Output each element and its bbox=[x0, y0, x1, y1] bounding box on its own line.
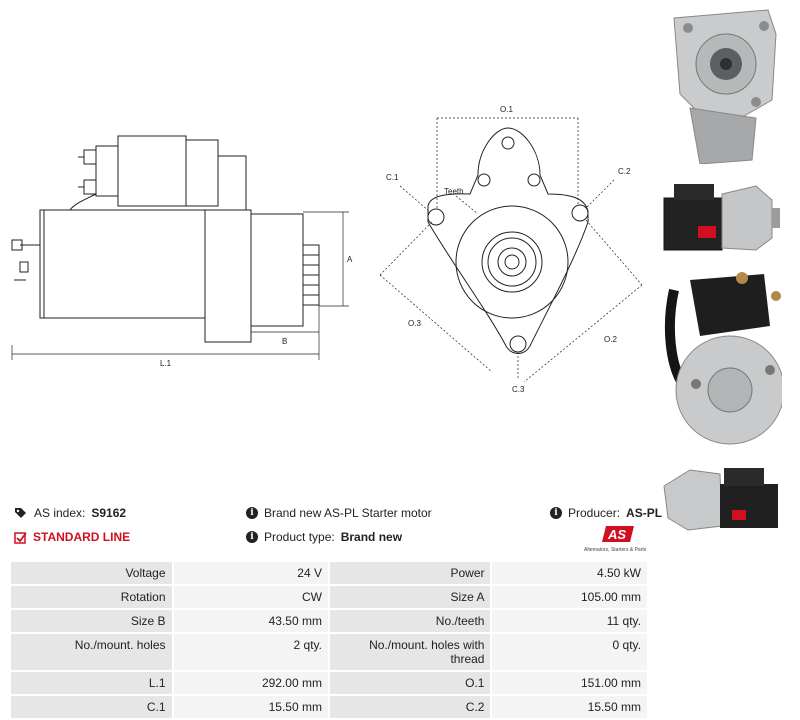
spec-value: 15.50 mm bbox=[492, 696, 647, 718]
producer: i Producer: AS-PL bbox=[550, 506, 662, 520]
info-icon: i bbox=[246, 531, 258, 543]
spec-value: 105.00 mm bbox=[492, 586, 647, 608]
as-logo-mark: AS bbox=[602, 526, 634, 542]
product-photo-side[interactable] bbox=[660, 166, 782, 262]
product-type-value: Brand new bbox=[340, 530, 403, 544]
spec-label: Size A bbox=[329, 586, 491, 608]
spec-value: 43.50 mm bbox=[173, 610, 328, 632]
line-label: STANDARD LINE bbox=[33, 530, 131, 544]
product-photo-front[interactable] bbox=[660, 4, 782, 164]
product-photo-rear[interactable] bbox=[660, 266, 782, 454]
spec-label: L.1 bbox=[11, 672, 172, 694]
spec-value: 2 qty. bbox=[173, 634, 328, 670]
checkbox-check-icon bbox=[14, 531, 27, 544]
spec-label: O.1 bbox=[329, 672, 491, 694]
logo-tagline: Alternators, Starters & Parts bbox=[584, 547, 647, 553]
dim-l1-label: L.1 bbox=[160, 359, 172, 368]
info-icon: i bbox=[550, 507, 562, 519]
teeth-label: Teeth bbox=[444, 187, 464, 196]
info-icon: i bbox=[246, 507, 258, 519]
dim-o2-label: O.2 bbox=[604, 335, 617, 344]
spec-label: Power bbox=[329, 562, 491, 584]
spec-value: 0 qty. bbox=[492, 634, 647, 670]
spec-label: Rotation bbox=[11, 586, 172, 608]
producer-value: AS-PL bbox=[626, 506, 663, 520]
as-pl-logo: AS Alternators, Starters & Parts bbox=[584, 524, 656, 553]
dim-c2-label: C.2 bbox=[618, 167, 631, 176]
spec-label: No./mount. holes with thread bbox=[329, 634, 491, 670]
spec-value: 292.00 mm bbox=[173, 672, 328, 694]
tag-icon bbox=[15, 508, 26, 518]
spec-value: 11 qty. bbox=[492, 610, 647, 632]
dim-c3-label: C.3 bbox=[512, 385, 525, 394]
dim-o1-label: O.1 bbox=[500, 105, 513, 114]
spec-label: No./teeth bbox=[329, 610, 491, 632]
product-type: i Product type: Brand new bbox=[246, 530, 402, 544]
as-index-value: S9162 bbox=[91, 506, 127, 520]
dim-a-label: A bbox=[347, 255, 353, 264]
dim-c1-label: C.1 bbox=[386, 173, 399, 182]
spec-value: 151.00 mm bbox=[492, 672, 647, 694]
spec-value: 15.50 mm bbox=[173, 696, 328, 718]
logo-text: AS bbox=[607, 527, 626, 542]
spec-value: CW bbox=[173, 586, 328, 608]
as-index-label: AS index: bbox=[34, 506, 86, 520]
producer-label: Producer: bbox=[568, 506, 621, 520]
as-index: AS index: S9162 bbox=[14, 506, 126, 520]
product-description: i Brand new AS-PL Starter motor bbox=[246, 506, 432, 520]
spec-label: Size B bbox=[11, 610, 172, 632]
product-info-bar: AS index: S9162 STANDARD LINE i Brand ne… bbox=[0, 500, 662, 556]
spec-label: C.2 bbox=[329, 696, 491, 718]
technical-drawing: L.1 B A O.1 O.2 O.3 C.1 C.2 C.3 Teeth bbox=[11, 105, 643, 394]
product-photo-angle[interactable] bbox=[660, 456, 782, 542]
spec-value: 24 V bbox=[173, 562, 328, 584]
product-type-label: Product type: bbox=[264, 530, 335, 544]
dim-o3-label: O.3 bbox=[408, 319, 421, 328]
spec-value: 4.50 kW bbox=[492, 562, 647, 584]
spec-label: No./mount. holes bbox=[11, 634, 172, 670]
dim-b-label: B bbox=[282, 337, 287, 346]
description-text: Brand new AS-PL Starter motor bbox=[264, 506, 432, 520]
spec-label: C.1 bbox=[11, 696, 172, 718]
spec-label: Voltage bbox=[11, 562, 172, 584]
product-photos bbox=[660, 0, 800, 560]
line-badge: STANDARD LINE bbox=[14, 530, 130, 544]
